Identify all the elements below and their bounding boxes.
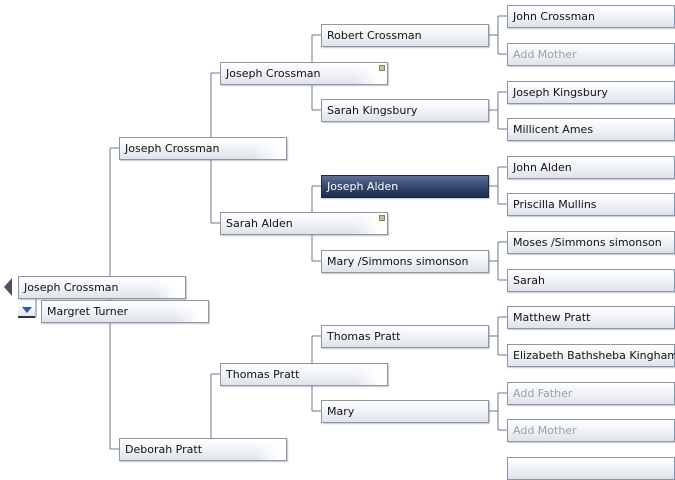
add-mother-button[interactable]: Add Mother [507, 419, 675, 442]
person-gen4-10[interactable]: Elizabeth Bathsheba Kingham [507, 344, 675, 367]
chevron-down-icon [22, 307, 32, 313]
fade-overlay [254, 439, 286, 460]
person-name: Matthew Pratt [513, 311, 591, 324]
person-name: Joseph Crossman [125, 142, 220, 155]
person-gen4-1[interactable]: John Crossman [507, 5, 675, 28]
person-gen4-9[interactable]: Matthew Pratt [507, 306, 675, 329]
person-name: Deborah Pratt [125, 443, 203, 456]
person-name: Thomas Pratt [327, 330, 401, 343]
person-name: Margret Turner [47, 305, 129, 318]
person-name: Millicent Ames [513, 123, 594, 136]
person-gen3-5[interactable]: Thomas Pratt [321, 325, 489, 348]
person-spouse[interactable]: Margret Turner [41, 300, 209, 323]
person-name: Moses /Simmons simonson [513, 236, 662, 249]
person-name: Mary [327, 405, 355, 418]
person-name: John Alden [513, 161, 572, 174]
person-gen3-6[interactable]: Mary [321, 400, 489, 423]
person-gen4-4[interactable]: Millicent Ames [507, 118, 675, 141]
person-gen3-4[interactable]: Mary /Simmons simonson [321, 250, 489, 273]
add-mother-button[interactable]: Add Mother [507, 43, 675, 66]
note-badge-icon [379, 65, 385, 71]
person-gen3-3-selected[interactable]: Joseph Alden [321, 175, 489, 198]
person-name: Sarah Alden [226, 217, 293, 230]
person-paternal-grandmother[interactable]: Sarah Alden [220, 212, 388, 235]
person-name: Joseph Kingsbury [513, 86, 608, 99]
person-name: Sarah [513, 274, 545, 287]
back-arrow-icon[interactable] [4, 278, 12, 296]
fade-overlay [153, 277, 185, 298]
person-name: Joseph Crossman [24, 281, 119, 294]
person-paternal-grandfather[interactable]: Joseph Crossman [220, 62, 388, 85]
fade-overlay [254, 138, 286, 159]
person-name: Joseph Crossman [226, 67, 321, 80]
person-gen4-13[interactable] [507, 457, 675, 480]
add-father-button[interactable]: Add Father [507, 382, 675, 405]
person-gen3-2[interactable]: Sarah Kingsbury [321, 99, 489, 122]
note-badge-icon [379, 215, 385, 221]
add-father-label: Add Father [513, 387, 573, 400]
person-gen3-1[interactable]: Robert Crossman [321, 24, 489, 47]
person-name: John Crossman [513, 10, 595, 23]
person-gen4-8[interactable]: Sarah [507, 269, 675, 292]
person-mother[interactable]: Deborah Pratt [119, 438, 287, 461]
person-name: Robert Crossman [327, 29, 422, 42]
person-name: Thomas Pratt [226, 368, 300, 381]
person-name: Elizabeth Bathsheba Kingham [513, 349, 675, 362]
tree-connector-lines [35, 15, 507, 461]
person-name: Joseph Alden [327, 180, 399, 193]
spouse-menu-button[interactable] [18, 303, 35, 318]
person-name: Sarah Kingsbury [327, 104, 418, 117]
person-gen4-6[interactable]: Priscilla Mullins [507, 193, 675, 216]
fade-overlay [176, 301, 208, 322]
person-maternal-grandfather[interactable]: Thomas Pratt [220, 363, 388, 386]
person-gen4-5[interactable]: John Alden [507, 156, 675, 179]
fade-overlay [355, 364, 387, 385]
add-mother-label: Add Mother [513, 48, 577, 61]
person-name: Mary /Simmons simonson [327, 255, 469, 268]
person-father[interactable]: Joseph Crossman [119, 137, 287, 160]
person-gen4-3[interactable]: Joseph Kingsbury [507, 81, 675, 104]
person-root[interactable]: Joseph Crossman [18, 276, 186, 299]
person-gen4-7[interactable]: Moses /Simmons simonson [507, 231, 675, 254]
person-name: Priscilla Mullins [513, 198, 597, 211]
add-mother-label: Add Mother [513, 424, 577, 437]
